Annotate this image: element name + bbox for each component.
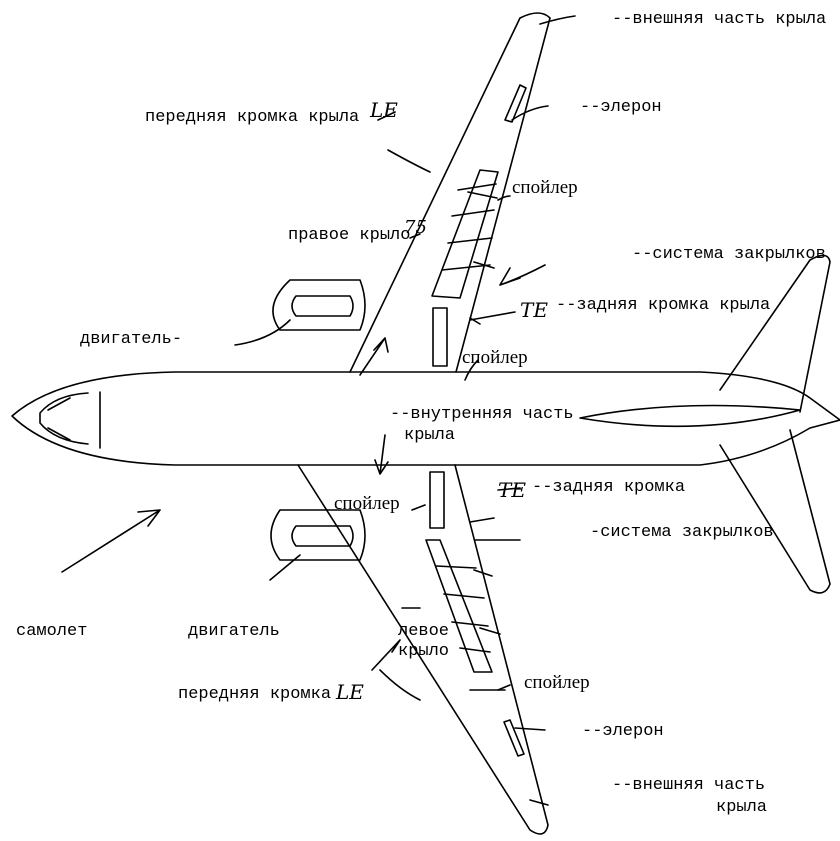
label-trailing-edge-left: --задняя кромка xyxy=(532,478,686,497)
label-flap-system-left: -система закрылков xyxy=(590,523,774,542)
right-wing-aileron xyxy=(505,85,526,122)
stabilizer-left xyxy=(720,430,830,593)
label-inner-wing-line1: --внутренняя часть xyxy=(390,405,574,424)
right-wing xyxy=(350,13,550,372)
label-outer-wing-left-line1: --внешняя часть xyxy=(612,776,766,795)
stabilizer-right xyxy=(720,255,830,412)
label-outer-wing-right: --внешняя часть крыла xyxy=(612,10,827,29)
right-wing-flap-outer xyxy=(432,170,498,298)
handwritten-le-right: LE xyxy=(370,98,398,122)
left-wing-flap-inner xyxy=(430,472,444,528)
engine-right xyxy=(273,280,365,330)
tail-fin-root xyxy=(580,406,800,427)
label-engine-left: двигатель xyxy=(188,622,280,641)
handwritten-le-left: LE xyxy=(336,680,364,704)
label-aileron-left: --элерон xyxy=(582,722,664,741)
label-engine-right: двигатель- xyxy=(80,330,183,349)
label-leading-edge-right: передняя кромка крыла xyxy=(145,108,360,127)
right-wing-flap-inner xyxy=(433,308,447,366)
label-aileron-right: --элерон xyxy=(580,98,662,117)
label-spoiler-left-inner: спойлер xyxy=(334,493,400,514)
label-outer-wing-left-line2: крыла xyxy=(716,798,768,817)
handwritten-te-right: TE xyxy=(520,298,548,322)
label-inner-wing-line2: крыла xyxy=(404,426,456,445)
left-wing-flap-outer xyxy=(426,540,492,672)
label-flap-system-right: --система закрылков xyxy=(632,245,826,264)
left-wing xyxy=(298,465,548,834)
label-right-wing: правое крыло xyxy=(288,226,411,245)
label-left-wing-line2: крыло xyxy=(398,642,450,661)
engine-left xyxy=(271,510,365,560)
handwritten-75: 75 xyxy=(404,217,427,238)
label-trailing-edge-right: --задняя кромка крыла xyxy=(556,296,771,315)
label-spoiler-right-outer: спойлер xyxy=(512,177,578,198)
cockpit-windows xyxy=(40,392,100,448)
label-airplane: самолет xyxy=(16,622,88,641)
label-leading-edge-left: передняя кромка xyxy=(178,685,332,704)
fuselage xyxy=(12,372,840,465)
label-spoiler-right-inner: спойлер xyxy=(462,347,528,368)
left-wing-aileron xyxy=(504,720,524,756)
label-left-wing-line1: левое xyxy=(398,622,450,641)
handwritten-te-left: TE xyxy=(498,478,526,502)
label-spoiler-left-outer: спойлер xyxy=(524,672,590,693)
